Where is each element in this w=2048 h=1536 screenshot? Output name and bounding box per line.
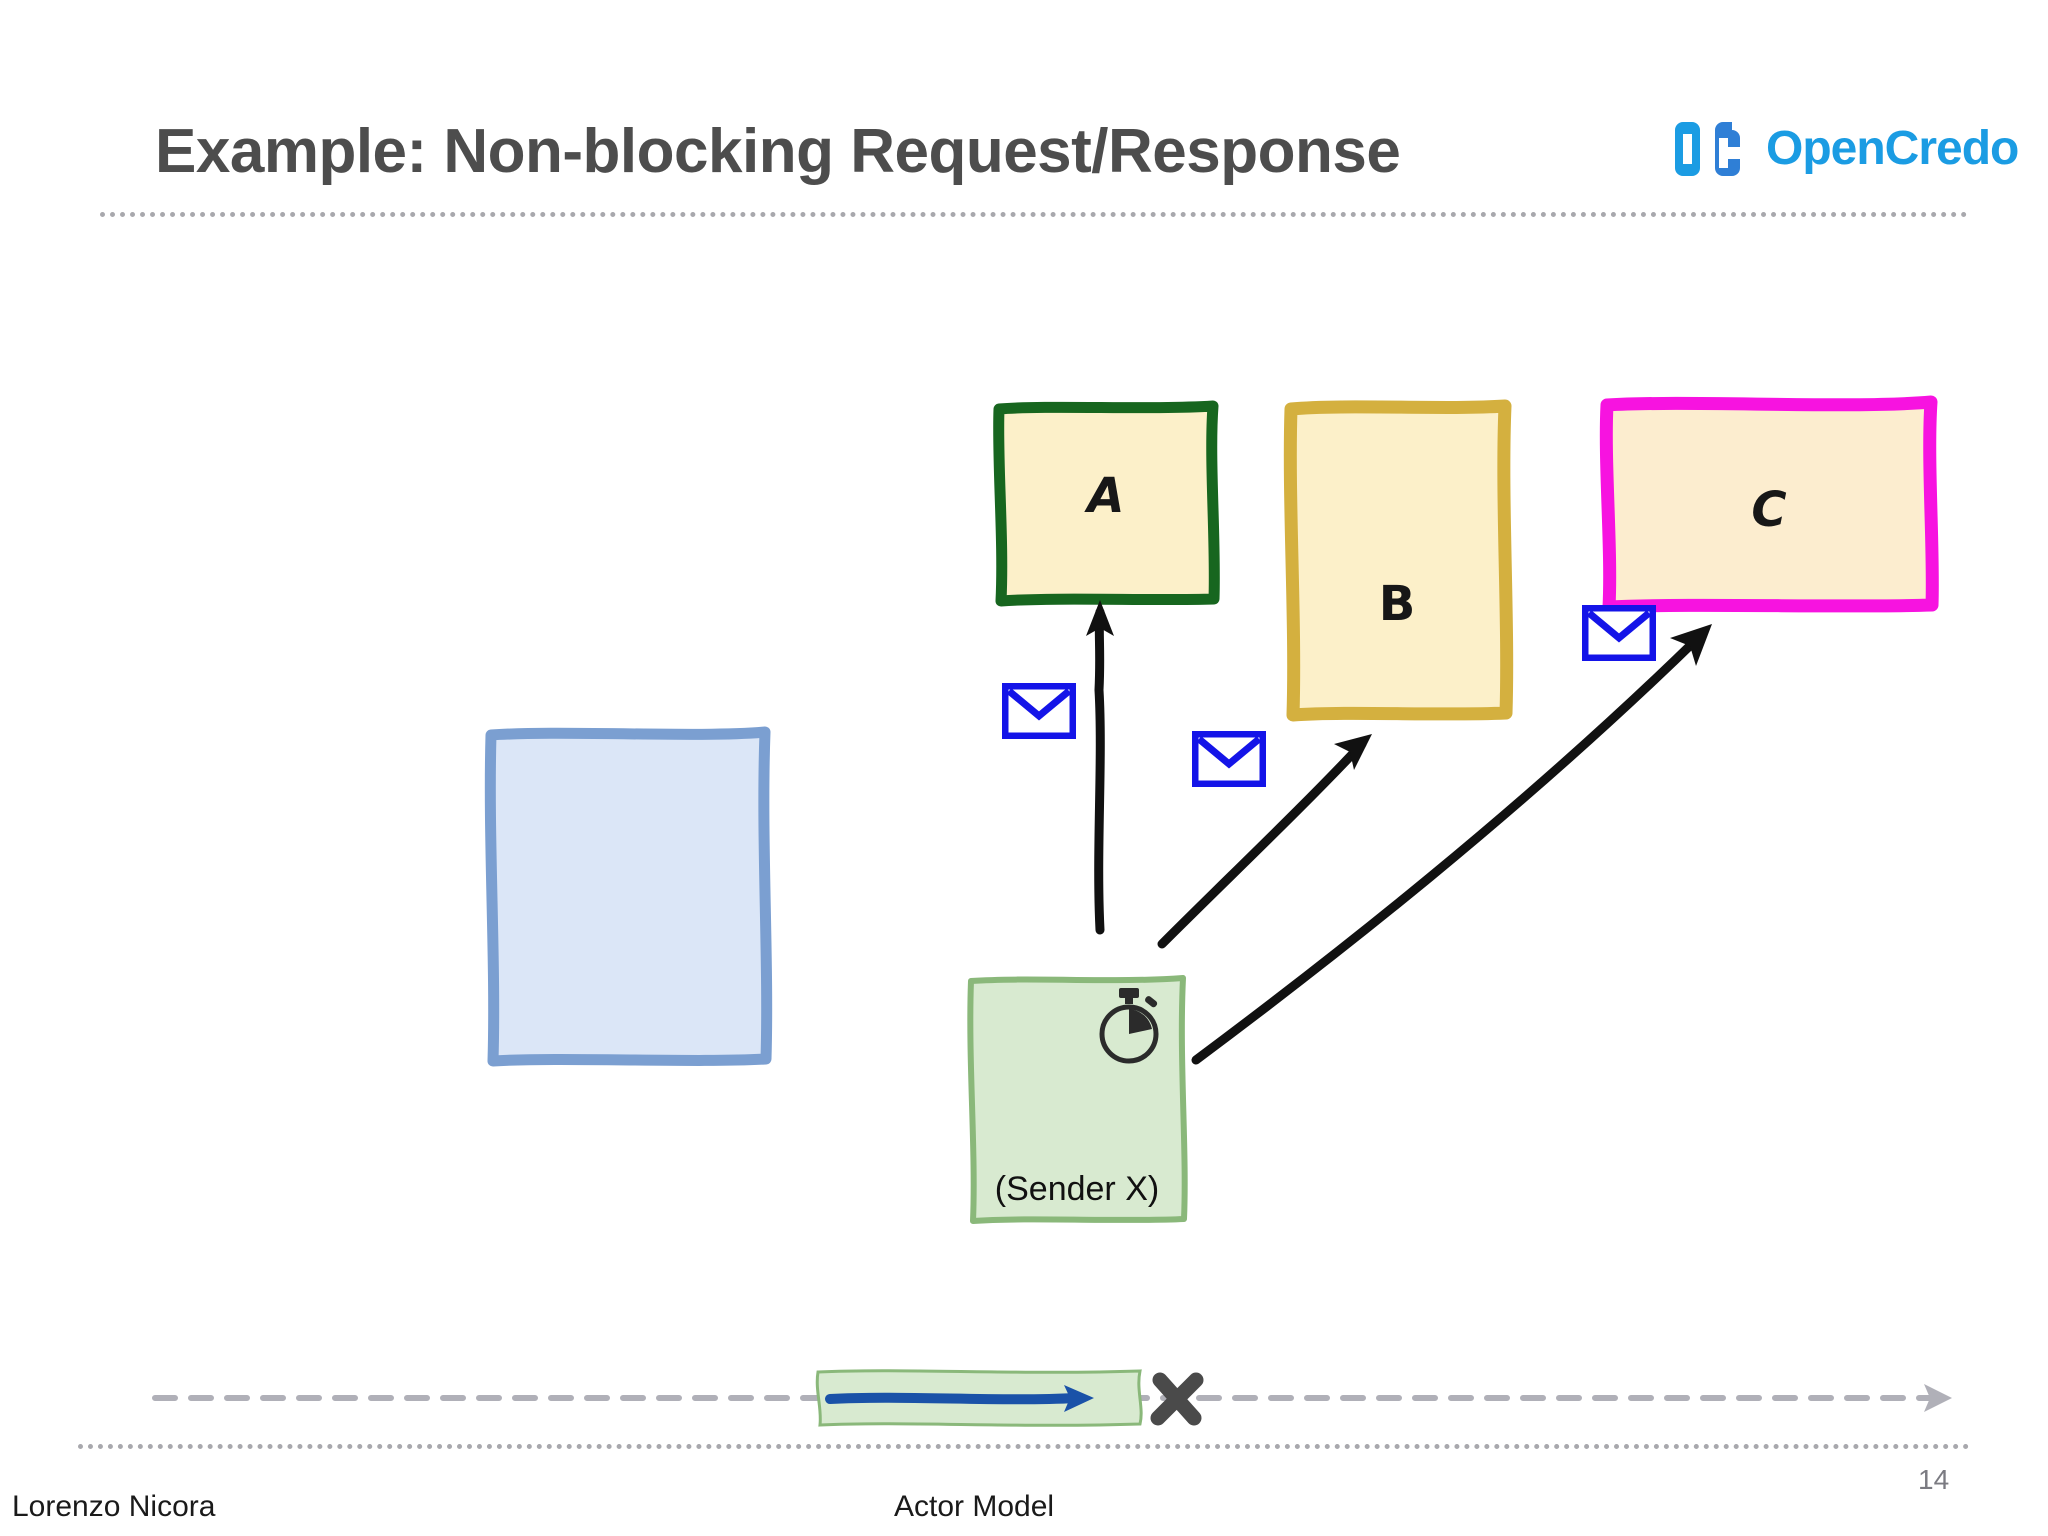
actor-box-b-label: B <box>1378 576 1416 632</box>
brand-logo: OpenCredo <box>1672 118 2019 180</box>
timeline-x-mark-icon <box>1150 1372 1204 1426</box>
envelope-icon <box>1582 605 1656 661</box>
page-title: Example: Non-blocking Request/Response <box>155 117 1401 186</box>
actor-box-c-shape <box>1599 395 1939 614</box>
actor-box-sender[interactable]: (Sender X) <box>968 976 1186 1221</box>
page-number: 14 <box>1918 1464 1950 1495</box>
opencredo-monogram-icon <box>1675 122 1740 176</box>
envelope-icon <box>1002 683 1076 739</box>
actor-box-sender-shape <box>967 975 1188 1224</box>
message-arrow-to-b <box>1157 734 1372 949</box>
footer-subject: Actor Model <box>894 1490 1055 1523</box>
actor-box-c[interactable]: C <box>1604 400 1934 608</box>
footer-author: Lorenzo Nicora <box>12 1490 216 1523</box>
actor-box-c-label: C <box>1751 482 1787 538</box>
timeline-arrowhead-icon <box>1924 1384 1952 1412</box>
actor-box-a[interactable]: A <box>996 404 1216 604</box>
actor-box-blue-shape <box>484 726 773 1067</box>
header-divider <box>100 212 1968 217</box>
footer-divider <box>78 1444 1970 1449</box>
actor-box-a-label: A <box>1087 468 1125 524</box>
brand-wordmark: OpenCredo <box>1766 122 2019 175</box>
actor-box-b-shape <box>1283 399 1514 722</box>
actor-box-a-shape <box>993 400 1220 607</box>
timeline-progress-arrow <box>825 1385 1094 1412</box>
actor-box-sender-label: (Sender X) <box>994 1170 1160 1208</box>
stopwatch-icon <box>1099 988 1159 1064</box>
actor-box-b[interactable]: B <box>1288 404 1506 716</box>
envelope-icon <box>1192 731 1266 787</box>
message-arrow-to-c <box>1191 624 1712 1065</box>
message-arrow-to-a <box>1086 600 1114 935</box>
